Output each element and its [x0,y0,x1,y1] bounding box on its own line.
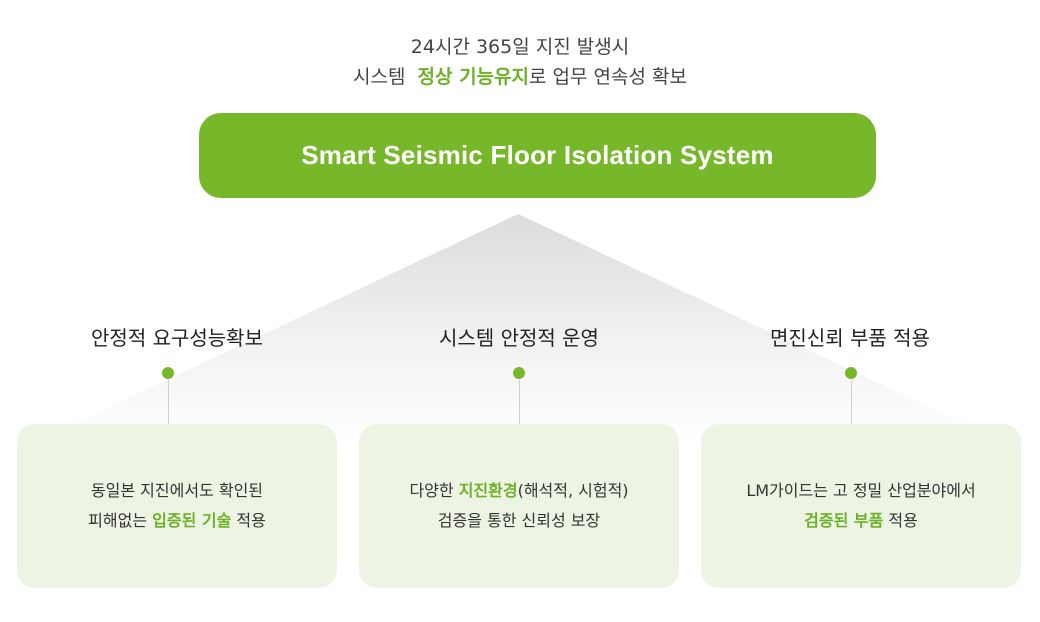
card-operation-suffix: (해석적, 시험적) [517,481,629,500]
headline-line-2: 시스템 정상 기능유지로 업무 연속성 확보 [0,62,1040,89]
card-parts-line-1: LM가이드는 고 정밀 산업분야에서 [746,481,976,500]
card-parts-highlight: 검증된 부품 [804,511,884,530]
card-performance: 동일본 지진에서도 확인된 피해없는 입증된 기술 적용 [17,424,337,588]
connector-dot-2 [513,367,525,379]
card-parts: LM가이드는 고 정밀 산업분야에서 검증된 부품 적용 [701,424,1021,588]
headline-suffix: 로 업무 연속성 확보 [529,66,687,88]
card-operation: 다양한 지진환경(해석적, 시험적) 검증을 통한 신뢰성 보장 [359,424,679,588]
column-title-operation: 시스템 안정적 운영 [439,326,599,350]
card-performance-text: 동일본 지진에서도 확인된 피해없는 입증된 기술 적용 [88,476,266,536]
connector-dot-3 [845,367,857,379]
connector-line-2 [519,380,520,424]
card-parts-line-2: 검증된 부품 적용 [746,506,975,536]
card-performance-suffix: 적용 [231,511,266,530]
card-performance-highlight: 입증된 기술 [152,511,232,530]
card-performance-line-2: 피해없는 입증된 기술 적용 [88,506,266,536]
card-operation-highlight: 지진환경 [458,481,518,500]
headline-line-1: 24시간 365일 지진 발생시 [410,36,630,58]
system-title: Smart Seismic Floor Isolation System [301,140,774,170]
card-parts-text: LM가이드는 고 정밀 산업분야에서 검증된 부품 적용 [746,476,975,536]
column-title-parts: 면진신뢰 부품 적용 [770,326,930,350]
connector-line-1 [168,380,169,424]
column-title-performance: 안정적 요구성능확보 [91,326,263,350]
card-performance-line-1: 동일본 지진에서도 확인된 [90,481,264,500]
connector-line-3 [851,380,852,424]
connector-dot-1 [162,367,174,379]
card-operation-prefix: 다양한 [409,481,459,500]
card-operation-text: 다양한 지진환경(해석적, 시험적) 검증을 통한 신뢰성 보장 [409,476,628,536]
system-title-banner: Smart Seismic Floor Isolation System [199,113,876,198]
headline-highlight: 정상 기능유지 [417,66,530,88]
card-operation-line-1: 다양한 지진환경(해석적, 시험적) [409,476,628,506]
card-parts-suffix: 적용 [883,511,918,530]
card-operation-line-2: 검증을 통한 신뢰성 보장 [437,511,601,530]
card-performance-prefix: 피해없는 [88,511,153,530]
headline-prefix: 시스템 [353,66,418,88]
